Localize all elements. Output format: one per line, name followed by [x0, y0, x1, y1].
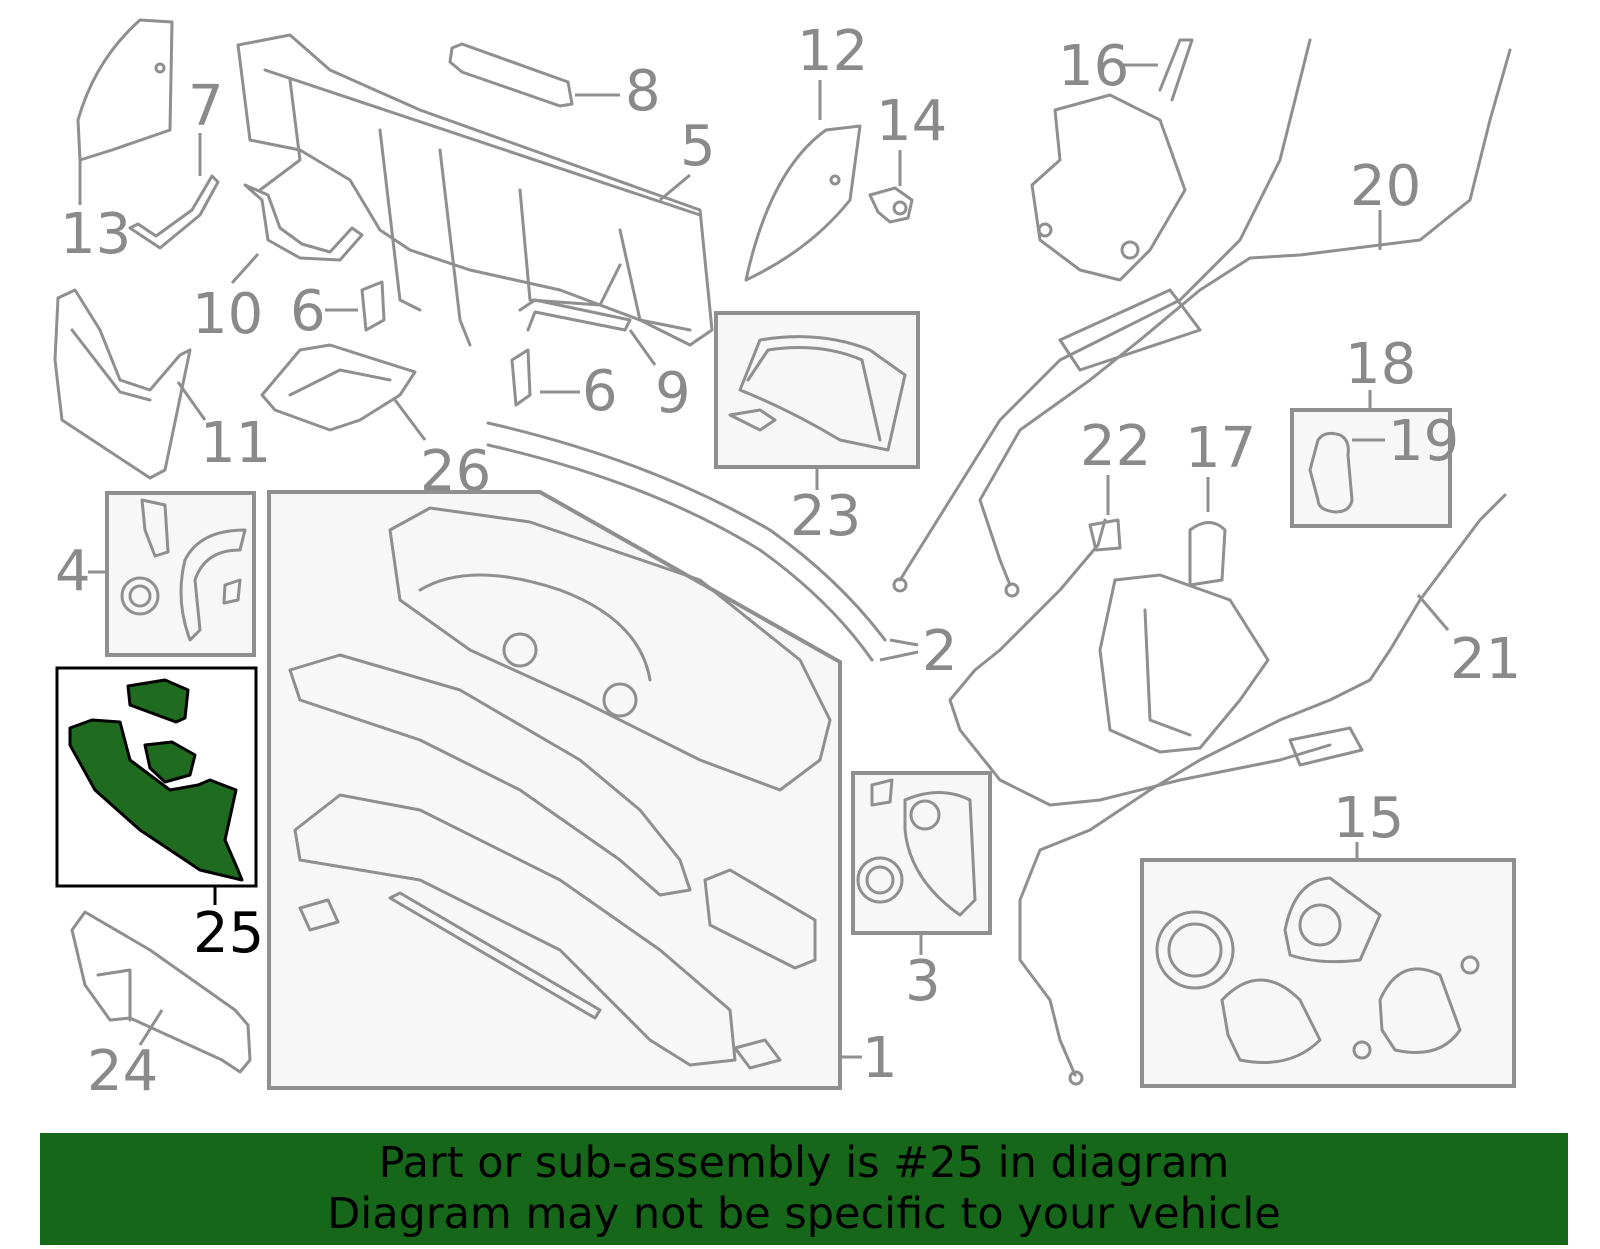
part-4-box [88, 491, 256, 657]
callout-14: 14 [876, 89, 947, 154]
part-2-weatherstrip [486, 421, 919, 662]
callout-10: 10 [192, 282, 263, 347]
part-18-19-knob-box [1290, 390, 1452, 528]
callout-13: 13 [60, 202, 131, 267]
part-17-shifter [1098, 477, 1270, 754]
part-26-duct [260, 343, 427, 441]
callout-6-lower: 6 [582, 359, 618, 424]
callout-21: 21 [1450, 627, 1521, 692]
callout-1: 1 [862, 1026, 898, 1091]
callout-6-upper: 6 [290, 279, 326, 344]
part-5-cross-car-beam [236, 33, 714, 347]
callout-4: 4 [55, 539, 91, 604]
part-11-lower-cover [53, 288, 207, 480]
part-7-bracket [128, 133, 220, 250]
part-8-trim-strip [448, 42, 620, 108]
part-25-knee-cover-box [55, 666, 258, 905]
info-banner: Part or sub-assembly is #25 in diagram D… [40, 1133, 1568, 1245]
part-23-bezel-box [714, 311, 920, 490]
callout-17: 17 [1185, 416, 1256, 481]
callout-24: 24 [87, 1039, 158, 1104]
part-14-clip [868, 150, 914, 224]
part-20-shift-cables [892, 38, 1512, 598]
callout-5: 5 [680, 114, 716, 179]
callout-2: 2 [922, 619, 958, 684]
callout-15: 15 [1333, 786, 1404, 851]
callout-8: 8 [625, 59, 661, 124]
part-1-instrument-panel-box [267, 490, 862, 1090]
part-6-bracket-lower [510, 348, 580, 407]
part-15-box [1140, 842, 1516, 1088]
callout-3: 3 [905, 949, 941, 1014]
callout-23: 23 [790, 484, 861, 549]
part-16-shifter-assembly [1030, 38, 1194, 282]
part-10-bracket [230, 183, 364, 285]
part-12-panel [744, 80, 862, 282]
part-13-side-cover [76, 18, 174, 205]
part-22-cable [948, 475, 1332, 807]
part-9-rod [518, 298, 657, 366]
callout-12: 12 [797, 19, 868, 84]
callout-22: 22 [1080, 414, 1151, 479]
callout-18: 18 [1345, 332, 1416, 397]
callout-7: 7 [188, 74, 224, 139]
part-24-lower-panel [70, 910, 252, 1074]
callout-25: 25 [193, 901, 264, 966]
banner-line-1: Part or sub-assembly is #25 in diagram [378, 1138, 1230, 1188]
callout-9: 9 [655, 361, 691, 426]
part-21-cable [1018, 493, 1507, 1086]
part-3-box [851, 771, 992, 955]
part-6-bracket-upper [325, 280, 386, 332]
callout-20: 20 [1350, 154, 1421, 219]
callout-11: 11 [200, 411, 271, 476]
callout-16: 16 [1058, 34, 1129, 99]
callout-19: 19 [1388, 409, 1459, 474]
banner-line-2: Diagram may not be specific to your vehi… [327, 1189, 1281, 1239]
